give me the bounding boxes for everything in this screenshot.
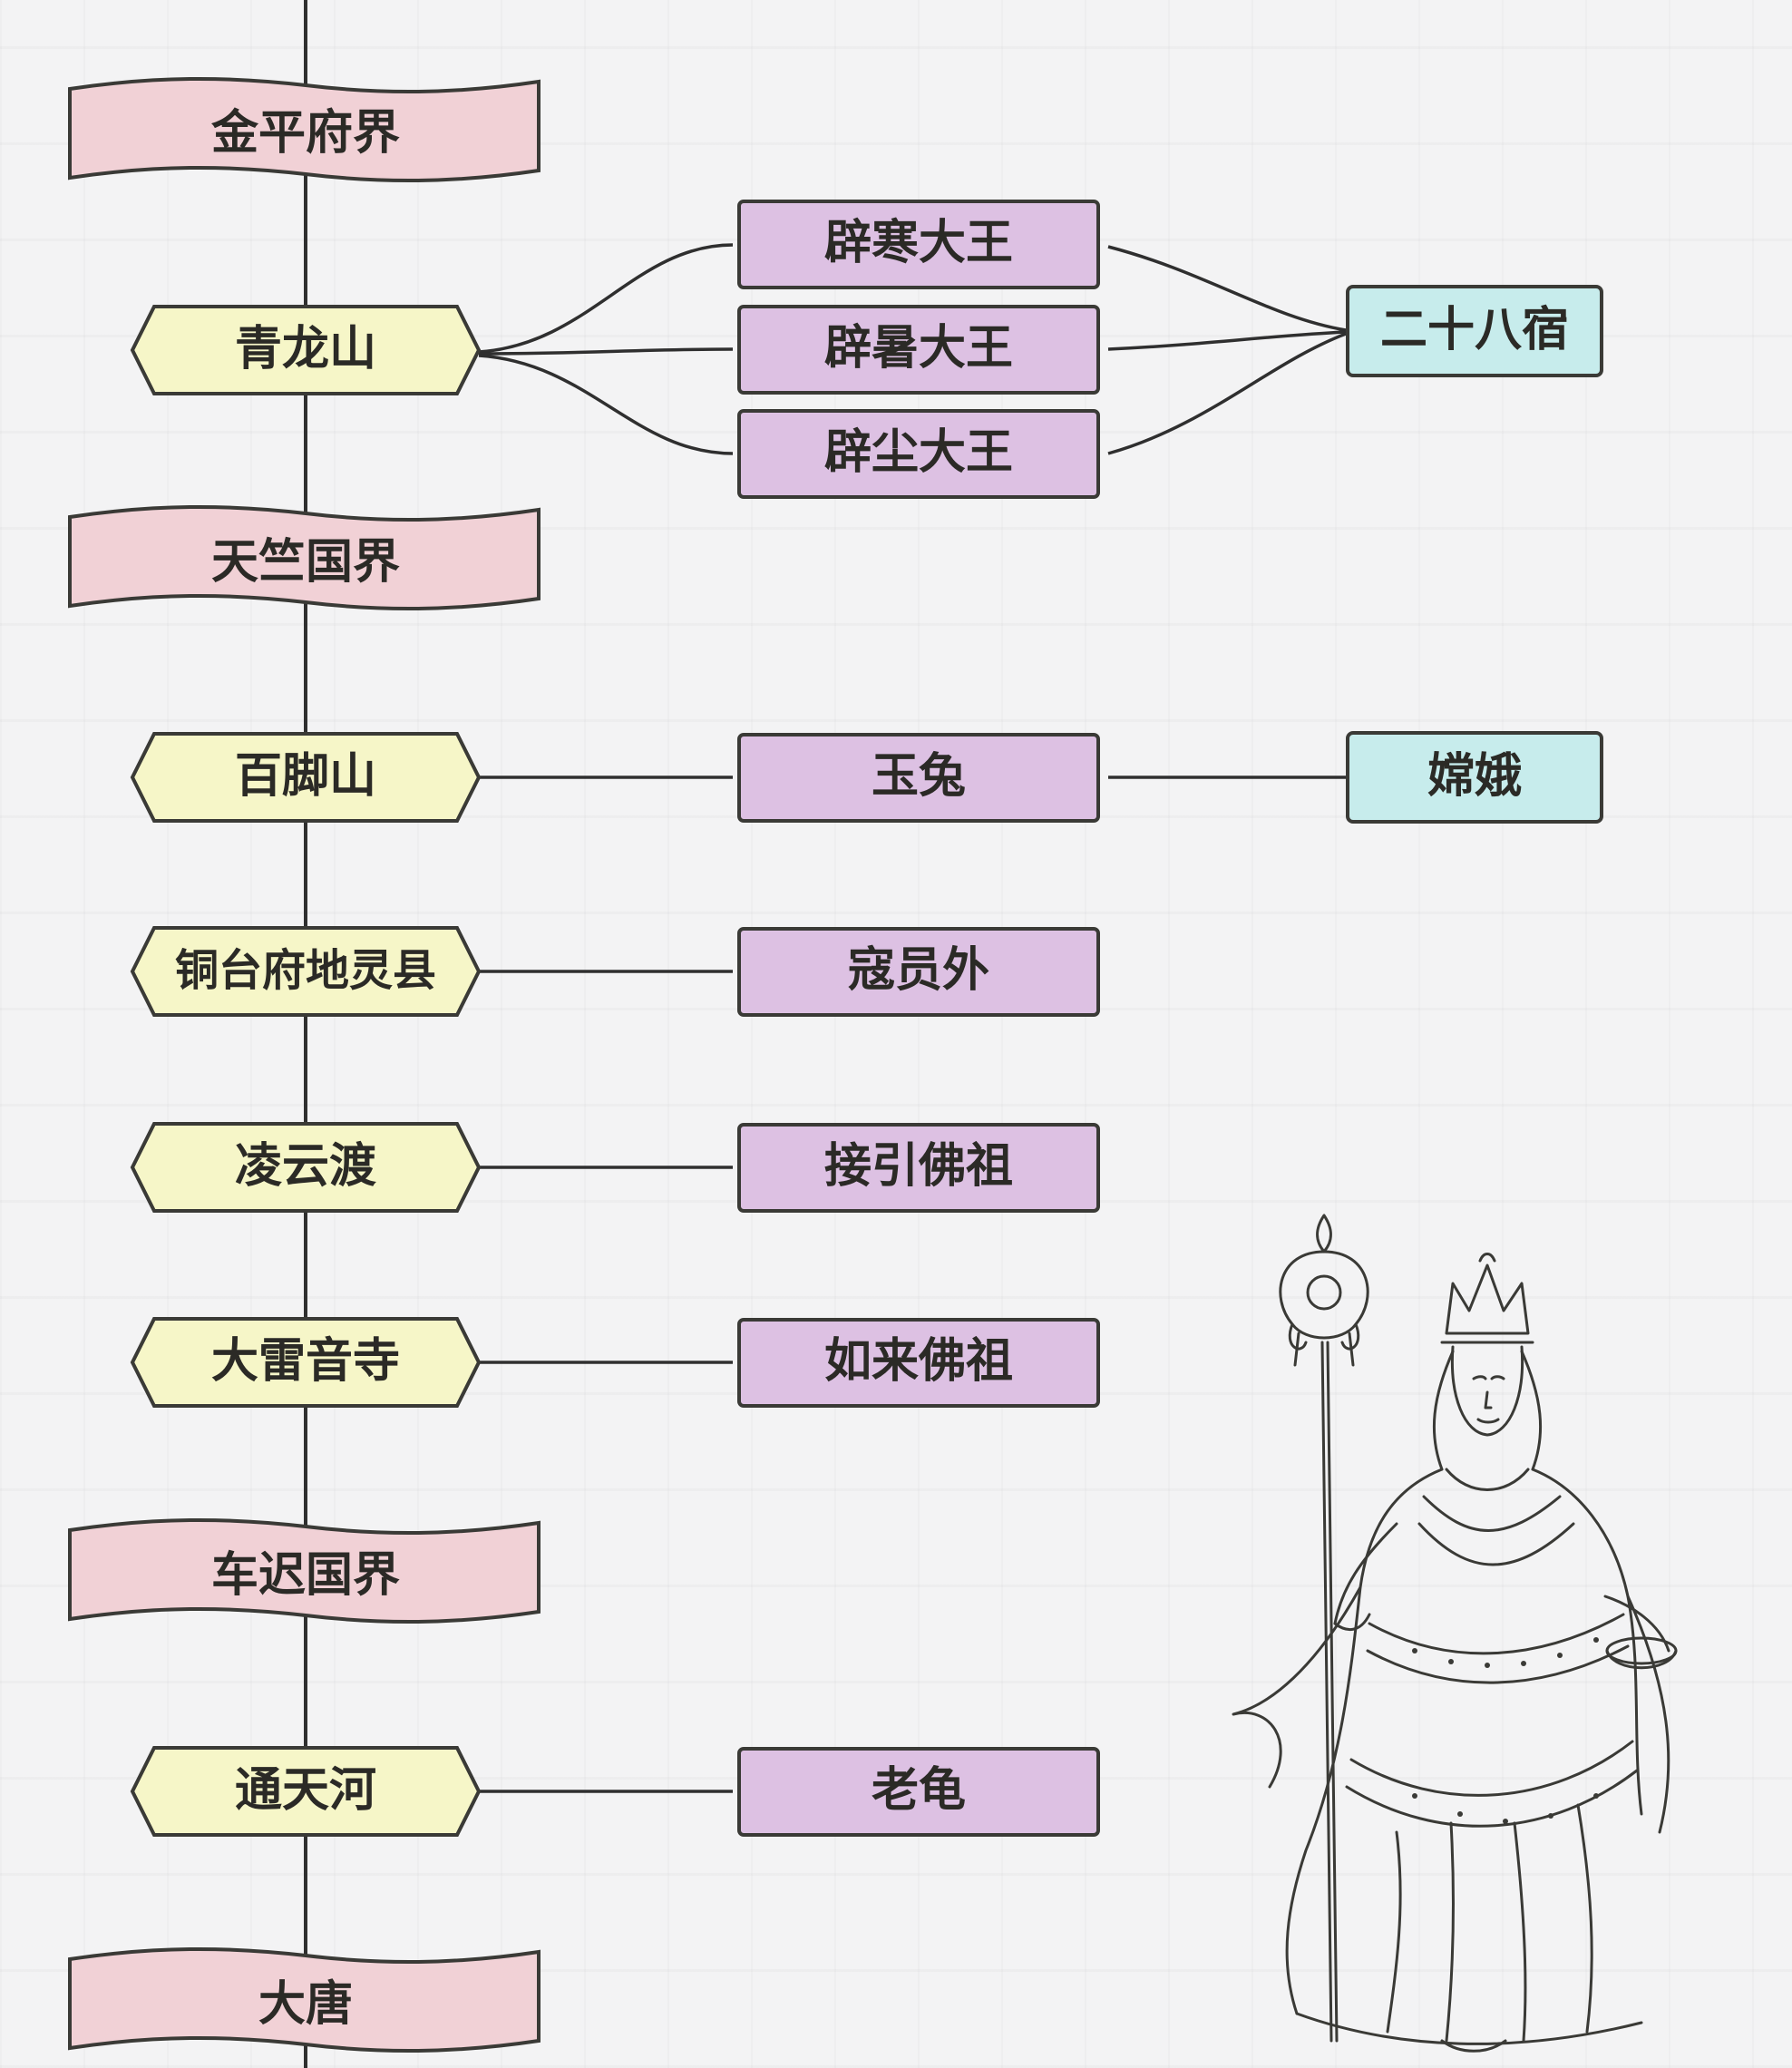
char-bichen: 辟尘大王 [737, 409, 1100, 499]
station-tongtai: 铜台府地灵县 [130, 926, 482, 1017]
station-lingyun-label: 凌云渡 [235, 1139, 376, 1194]
station-tongtian-label: 通天河 [235, 1763, 376, 1818]
connector-bishu-ershiba [1107, 330, 1347, 351]
banner-tianzhu-label: 天竺国界 [211, 535, 400, 590]
char-laogui-label: 老龟 [872, 1763, 966, 1818]
helper-change-label: 嫦娥 [1427, 749, 1522, 804]
char-bihan: 辟寒大王 [737, 200, 1100, 289]
station-qinglong-label: 青龙山 [235, 322, 376, 376]
monk-with-staff-icon [1232, 1214, 1678, 2053]
station-baijiao: 百脚山 [130, 732, 482, 823]
helper-change: 嫦娥 [1346, 731, 1603, 824]
char-laogui: 老龟 [737, 1747, 1100, 1837]
helper-ershiba: 二十八宿 [1346, 285, 1603, 377]
banner-datang-label: 大唐 [258, 1977, 353, 2032]
char-jieyin: 接引佛祖 [737, 1123, 1100, 1213]
char-jieyin-label: 接引佛祖 [824, 1139, 1013, 1194]
station-baijiao-label: 百脚山 [235, 749, 376, 804]
char-bichen-label: 辟尘大王 [824, 425, 1013, 480]
connectors [478, 243, 1347, 1793]
connector-qinglong-bishu [478, 347, 734, 356]
banner-jinping-label: 金平府界 [210, 106, 400, 161]
banner-chechi: 车迟国界 [68, 1517, 541, 1624]
station-lingyun: 凌云渡 [130, 1122, 482, 1213]
char-bishu: 辟暑大王 [737, 305, 1100, 395]
banner-jinping: 金平府界 [68, 76, 541, 183]
char-kou-label: 寇员外 [848, 943, 989, 998]
char-kou: 寇员外 [737, 927, 1100, 1017]
char-bishu-label: 辟暑大王 [824, 321, 1013, 376]
char-yutu-label: 玉兔 [872, 749, 966, 804]
station-daleiyin: 大雷音寺 [130, 1317, 482, 1408]
station-qinglong: 青龙山 [130, 305, 482, 395]
station-tongtian: 通天河 [130, 1746, 482, 1837]
banner-chechi-label: 车迟国界 [211, 1548, 400, 1603]
connector-bihan-ershiba [1107, 245, 1347, 332]
char-rulai: 如来佛祖 [737, 1318, 1100, 1408]
station-daleiyin-label: 大雷音寺 [211, 1334, 400, 1389]
connector-qinglong-bichen [478, 354, 734, 455]
connector-bichen-ershiba [1107, 332, 1347, 455]
char-rulai-label: 如来佛祖 [824, 1334, 1013, 1389]
helper-ershiba-label: 二十八宿 [1380, 303, 1569, 357]
char-yutu: 玉兔 [737, 733, 1100, 823]
char-bihan-label: 辟寒大王 [824, 216, 1013, 270]
banner-tianzhu: 天竺国界 [68, 504, 541, 611]
station-tongtai-label: 铜台府地灵县 [175, 945, 436, 996]
connector-qinglong-bihan [478, 243, 734, 354]
banner-datang: 大唐 [68, 1946, 541, 2053]
